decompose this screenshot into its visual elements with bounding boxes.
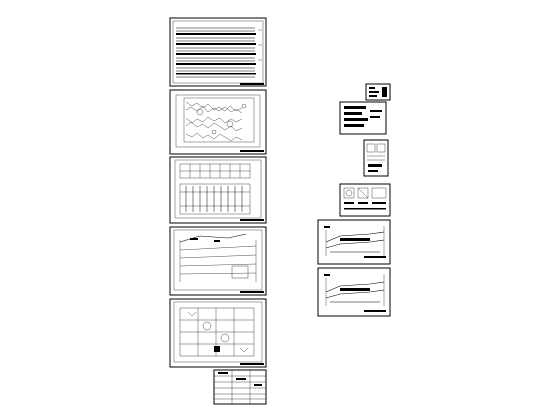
sheet-section-plan[interactable]	[169, 226, 267, 296]
schedule-table	[214, 370, 266, 404]
notes-text-blocks	[344, 106, 382, 127]
wall-section-2-lines	[324, 274, 386, 312]
legend-marks	[369, 87, 387, 97]
sheet-floor-plan-grid[interactable]	[169, 156, 267, 224]
sheet-ground-plan[interactable]	[169, 298, 267, 368]
sheet-site-plan[interactable]	[169, 89, 267, 155]
sheet-wall-section-1[interactable]	[317, 219, 391, 265]
sheet-schedule[interactable]	[213, 369, 267, 405]
sheet-legend-small[interactable]	[365, 83, 391, 101]
details-a-marks	[366, 143, 386, 172]
details-b-marks	[343, 187, 387, 210]
lower-plan	[179, 183, 251, 215]
sheet-wall-section-2[interactable]	[317, 267, 391, 317]
sheet-details-a[interactable]	[363, 139, 389, 177]
sheet-details-b[interactable]	[339, 183, 391, 217]
sheet-notes[interactable]	[339, 101, 387, 135]
ground-plan-lines	[179, 307, 255, 357]
wall-section-1-lines	[324, 226, 386, 258]
elevation-rows	[176, 27, 262, 78]
upper-plan	[179, 163, 251, 179]
site-plan-texture	[185, 101, 247, 142]
sheet-elevations[interactable]	[169, 17, 267, 87]
section-plan-lines	[179, 233, 257, 282]
